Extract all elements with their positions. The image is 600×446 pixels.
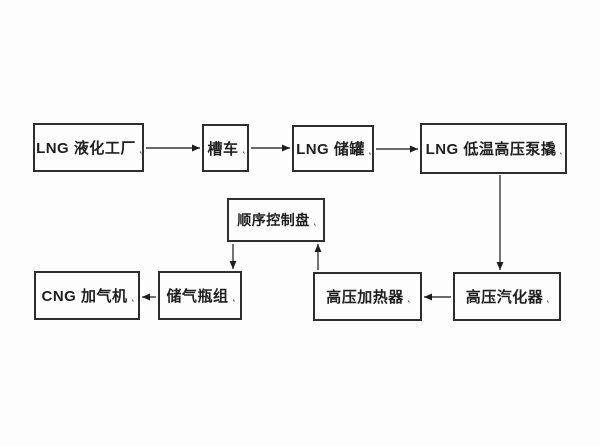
node-cng-dispenser: CNG 加气机, xyxy=(34,271,140,320)
node-sequence-control-panel: 顺序控制盘, xyxy=(227,198,325,242)
paragraph-mark: , xyxy=(137,144,144,155)
node-label: 槽车 xyxy=(207,140,239,158)
paragraph-mark: , xyxy=(544,293,551,304)
node-lng-storage-tank: LNG 储罐, xyxy=(292,125,374,172)
node-high-pressure-heater: 高压加热器, xyxy=(313,272,422,321)
paragraph-mark: , xyxy=(239,144,246,156)
node-high-pressure-vaporizer: 高压汽化器, xyxy=(453,272,561,321)
paragraph-mark: , xyxy=(310,216,317,228)
node-label: LNG 液化工厂 xyxy=(36,140,136,157)
paragraph-mark: , xyxy=(128,292,135,303)
node-lng-pump-skid: LNG 低温高压泵撬, xyxy=(420,123,567,174)
paragraph-mark: , xyxy=(557,145,564,156)
paragraph-mark: , xyxy=(404,293,411,304)
node-label: 储气瓶组 xyxy=(166,288,229,305)
paragraph-mark: , xyxy=(229,292,236,303)
node-tanker-truck: 槽车, xyxy=(202,124,249,172)
node-label: CNG 加气机 xyxy=(41,288,128,305)
paragraph-mark: , xyxy=(366,145,373,156)
node-label: 高压加热器 xyxy=(326,289,404,306)
node-label: LNG 储罐 xyxy=(296,141,365,158)
node-label: LNG 低温高压泵撬 xyxy=(425,141,557,158)
node-gas-cylinder-group: 储气瓶组, xyxy=(158,271,242,320)
node-label: 顺序控制盘 xyxy=(237,212,310,228)
node-label: 高压汽化器 xyxy=(465,289,544,306)
node-lng-liquefaction-plant: LNG 液化工厂, xyxy=(33,123,144,172)
